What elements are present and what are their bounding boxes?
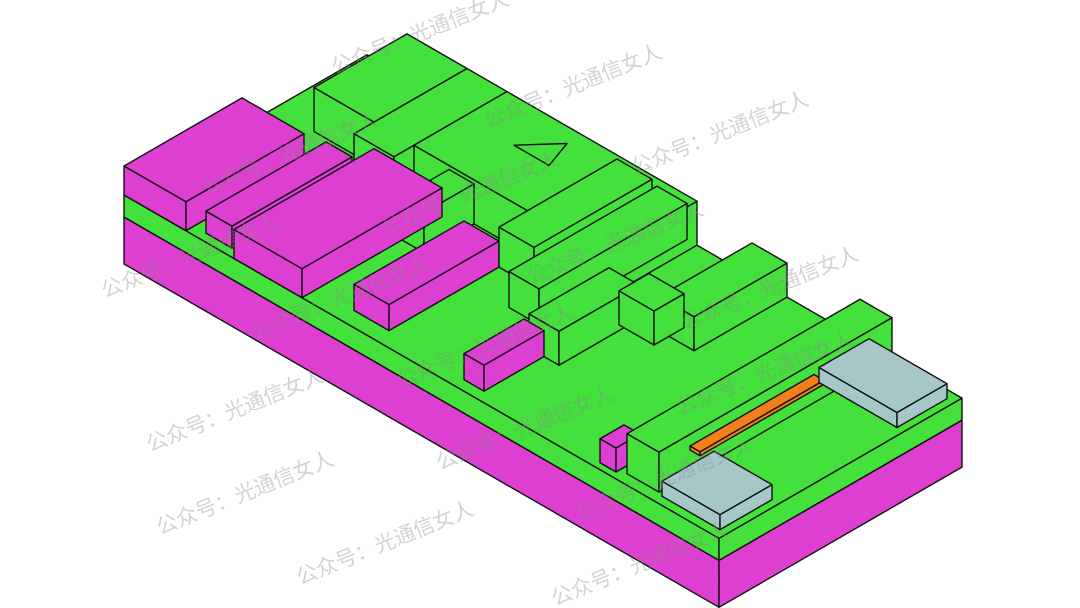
watermark-text: 公众号：光通信女人 (293, 497, 477, 590)
cladding-ridge-1-top-face (205, 141, 353, 227)
waveguide-ridge-b-top-face (508, 185, 688, 290)
chip-solids (123, 33, 963, 608)
front-contact-pad-top-face (661, 450, 773, 516)
cladding-ridge-2-top-face (233, 147, 443, 270)
watermark-text: 公众号：光通信女人 (628, 87, 812, 180)
alignment-triangle (513, 142, 568, 167)
watermark-text: 公众号：光通信女人 (143, 364, 327, 457)
cladding-block-top-face (123, 97, 305, 203)
waveguide-ridge-a-top-face (498, 158, 653, 249)
sbend-ridge-transition-top-face (618, 272, 685, 312)
cladding-stub-1-top-face (463, 318, 545, 366)
watermark-text: 公众号：光通信女人 (153, 447, 337, 540)
front-waveguide-ridge-top-face (626, 298, 893, 453)
back-contact-pad-top-face (818, 337, 948, 414)
watermark-text: 公众号：光通信女人 (481, 40, 665, 133)
